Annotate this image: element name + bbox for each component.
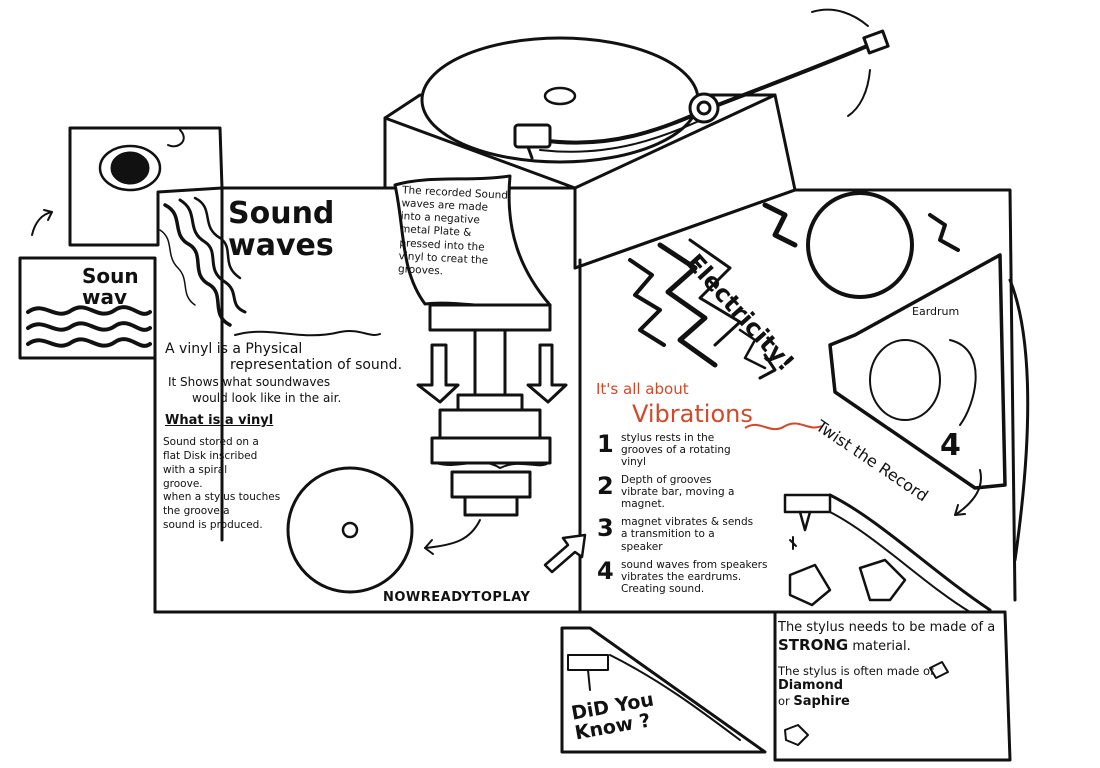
what-is-body: Sound stored on a flat Disk inscribed wi… [163,436,280,533]
stylus-fact-1: The stylus needs to be made of a [778,620,996,635]
stylus-fact-saphire: Saphire [793,694,850,710]
step-text: sound waves from speakers vibrates the e… [621,558,768,595]
press-plate [428,303,552,332]
vinyl-intro-3: It Shows what soundwaves [168,375,331,389]
step-list: 1 stylus rests in the grooves of a rotat… [597,430,782,595]
what-is-heading: What is a vinyl [165,413,274,428]
vinyl-intro-2: representation of sound. [230,357,403,373]
step-1: 1 stylus rests in the grooves of a rotat… [597,430,782,469]
vinyl-intro-1: A vinyl is a Physical [165,341,303,357]
vibrations-line2: Vibrations [632,400,753,428]
stylus-fact-strong: STRONG [778,636,849,655]
stylus-fact-or: or [778,694,790,709]
step-3: 3 magnet vibrates & sends a transmition … [597,514,782,553]
stylus-fact-2: The stylus is often made of [778,663,935,678]
vinyl-intro-4: would look like in the air. [192,391,342,405]
what-is-line: Sound stored on a [163,436,259,448]
now-ready-to-play: NOWREADYTOPLAY [383,590,531,605]
step-number: 4 [597,556,614,585]
step-number: 1 [597,430,614,458]
speaker-circle [806,191,914,299]
vinyl-disk [286,466,414,594]
tonearm-pivot [688,92,720,124]
stylus-fact-diamond: Diamond [778,677,844,693]
panel-number: 4 [940,428,961,463]
what-is-line: the groove a [163,505,230,518]
step-text: magnet vibrates & sends a transmition to… [621,516,754,553]
stylus-fact-line1: The stylus needs to be made of a STRONG … [778,620,998,656]
headshell [513,123,552,149]
press-arrow-left [416,343,460,404]
press-arrow-right [526,343,568,404]
eardrum-label: Eardrum [912,305,960,318]
step-2: 2 Depth of grooves vibrate bar, moving a… [597,472,782,511]
step-4: 4 sound waves from speakers vibrates the… [597,556,782,595]
step-number: 2 [597,472,614,501]
stylus-facts: The stylus needs to be made of a STRONG … [778,620,998,710]
what-is-line: sound is produced. [163,519,263,532]
step-number: 3 [597,514,614,543]
sound-waves-title: Sound waves [228,196,335,263]
step-text: Depth of grooves vibrate bar, moving a m… [621,474,735,511]
pointer-arrow [543,533,587,574]
diamond-icon [788,563,832,607]
what-is-line: groove. [163,477,203,490]
vibrations-line1: It's all about [596,380,689,398]
stylus-fact-1b: material. [852,639,911,655]
small-panel-label: Soun wav [82,264,139,309]
recorded-note: The recorded Sound waves are made into a… [397,184,509,278]
ear-drawing [869,339,941,421]
platter-spindle [543,86,577,106]
what-is-line: with a spiral [163,463,228,476]
what-is-line: when a stylus touches [163,491,281,504]
what-is-line: flat Disk inscribed [163,449,258,462]
step-text: stylus rests in the grooves of a rotatin… [621,432,731,469]
stylus-fact-line2: The stylus is often made of Diamond or S… [778,664,998,711]
